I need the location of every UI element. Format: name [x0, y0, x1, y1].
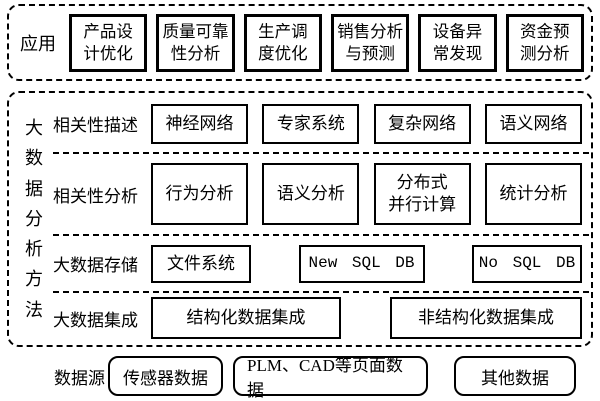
row-big-data-storage: 大数据存储 文件系统 New SQL DB No SQL DB	[53, 236, 589, 293]
box-semantic-analysis: 语义分析	[262, 163, 360, 225]
row-correlation-description: 相关性描述 神经网络 专家系统 复杂网络 语义网络	[53, 95, 589, 154]
data-source-row: 数据源 传感器数据 PLM、CAD等页面数据 其他数据	[7, 354, 593, 400]
box-new-sql-db: New SQL DB	[298, 244, 425, 283]
methods-rows: 相关性描述 神经网络 专家系统 复杂网络 语义网络 相关性分析 行为分析 语义分…	[53, 95, 589, 343]
app-box-equipment-anomaly: 设备异 常发现	[418, 13, 497, 72]
app-box-quality-reliability: 质量可靠 性分析	[156, 13, 235, 72]
row-label-big-data-integration: 大数据集成	[53, 310, 138, 330]
data-source-label: 数据源	[54, 368, 105, 388]
row-correlation-analysis: 相关性分析 行为分析 语义分析 分布式 并行计算 统计分析	[53, 154, 589, 236]
box-no-sql-db: No SQL DB	[472, 244, 582, 283]
app-box-capital-forecast: 资金预 测分析	[505, 13, 584, 72]
box-structured-data-integration: 结构化数据集成	[151, 297, 341, 339]
app-box-product-design: 产品设 计优化	[69, 13, 148, 72]
row-boxes-correlation-analysis: 行为分析 语义分析 分布式 并行计算 统计分析	[151, 163, 589, 225]
box-unstructured-data-integration: 非结构化数据集成	[390, 297, 582, 339]
box-statistical-analysis: 统计分析	[484, 163, 582, 225]
box-neural-network: 神经网络	[151, 103, 248, 144]
row-label-correlation-analysis: 相关性分析	[53, 186, 138, 206]
row-label-big-data-storage: 大数据存储	[53, 256, 138, 275]
box-expert-system: 专家系统	[262, 103, 360, 144]
methods-vertical-label-column: 大数据分析方法	[15, 95, 53, 343]
row-label-correlation-description: 相关性描述	[53, 116, 138, 135]
row-big-data-integration: 大数据集成 结构化数据集成 非结构化数据集成	[53, 293, 589, 343]
box-semantic-network: 语义网络	[484, 103, 582, 144]
app-box-production-scheduling: 生产调 度优化	[243, 13, 322, 72]
box-sensor-data: 传感器数据	[108, 356, 223, 396]
box-distributed-parallel-computing: 分布式 并行计算	[373, 163, 471, 225]
methods-vertical-label: 大数据分析方法	[25, 118, 43, 320]
box-other-data: 其他数据	[454, 356, 576, 396]
row-boxes-big-data-integration: 结构化数据集成 非结构化数据集成	[151, 297, 589, 339]
box-plm-cad-page-data: PLM、CAD等页面数据	[233, 356, 428, 400]
application-layer-label: 应用	[20, 33, 56, 54]
row-boxes-correlation-description: 神经网络 专家系统 复杂网络 语义网络	[151, 103, 589, 144]
app-box-sales-forecast: 销售分析 与预测	[330, 13, 410, 72]
box-file-system: 文件系统	[151, 244, 251, 283]
box-complex-network: 复杂网络	[373, 103, 471, 144]
box-behavior-analysis: 行为分析	[151, 163, 248, 225]
application-layer: 应用 产品设 计优化 质量可靠 性分析 生产调 度优化 销售分析 与预测 设备异…	[7, 4, 593, 81]
row-boxes-big-data-storage: 文件系统 New SQL DB No SQL DB	[151, 244, 589, 283]
methods-layer: 大数据分析方法 相关性描述 神经网络 专家系统 复杂网络 语义网络 相关性分析 …	[7, 91, 593, 347]
